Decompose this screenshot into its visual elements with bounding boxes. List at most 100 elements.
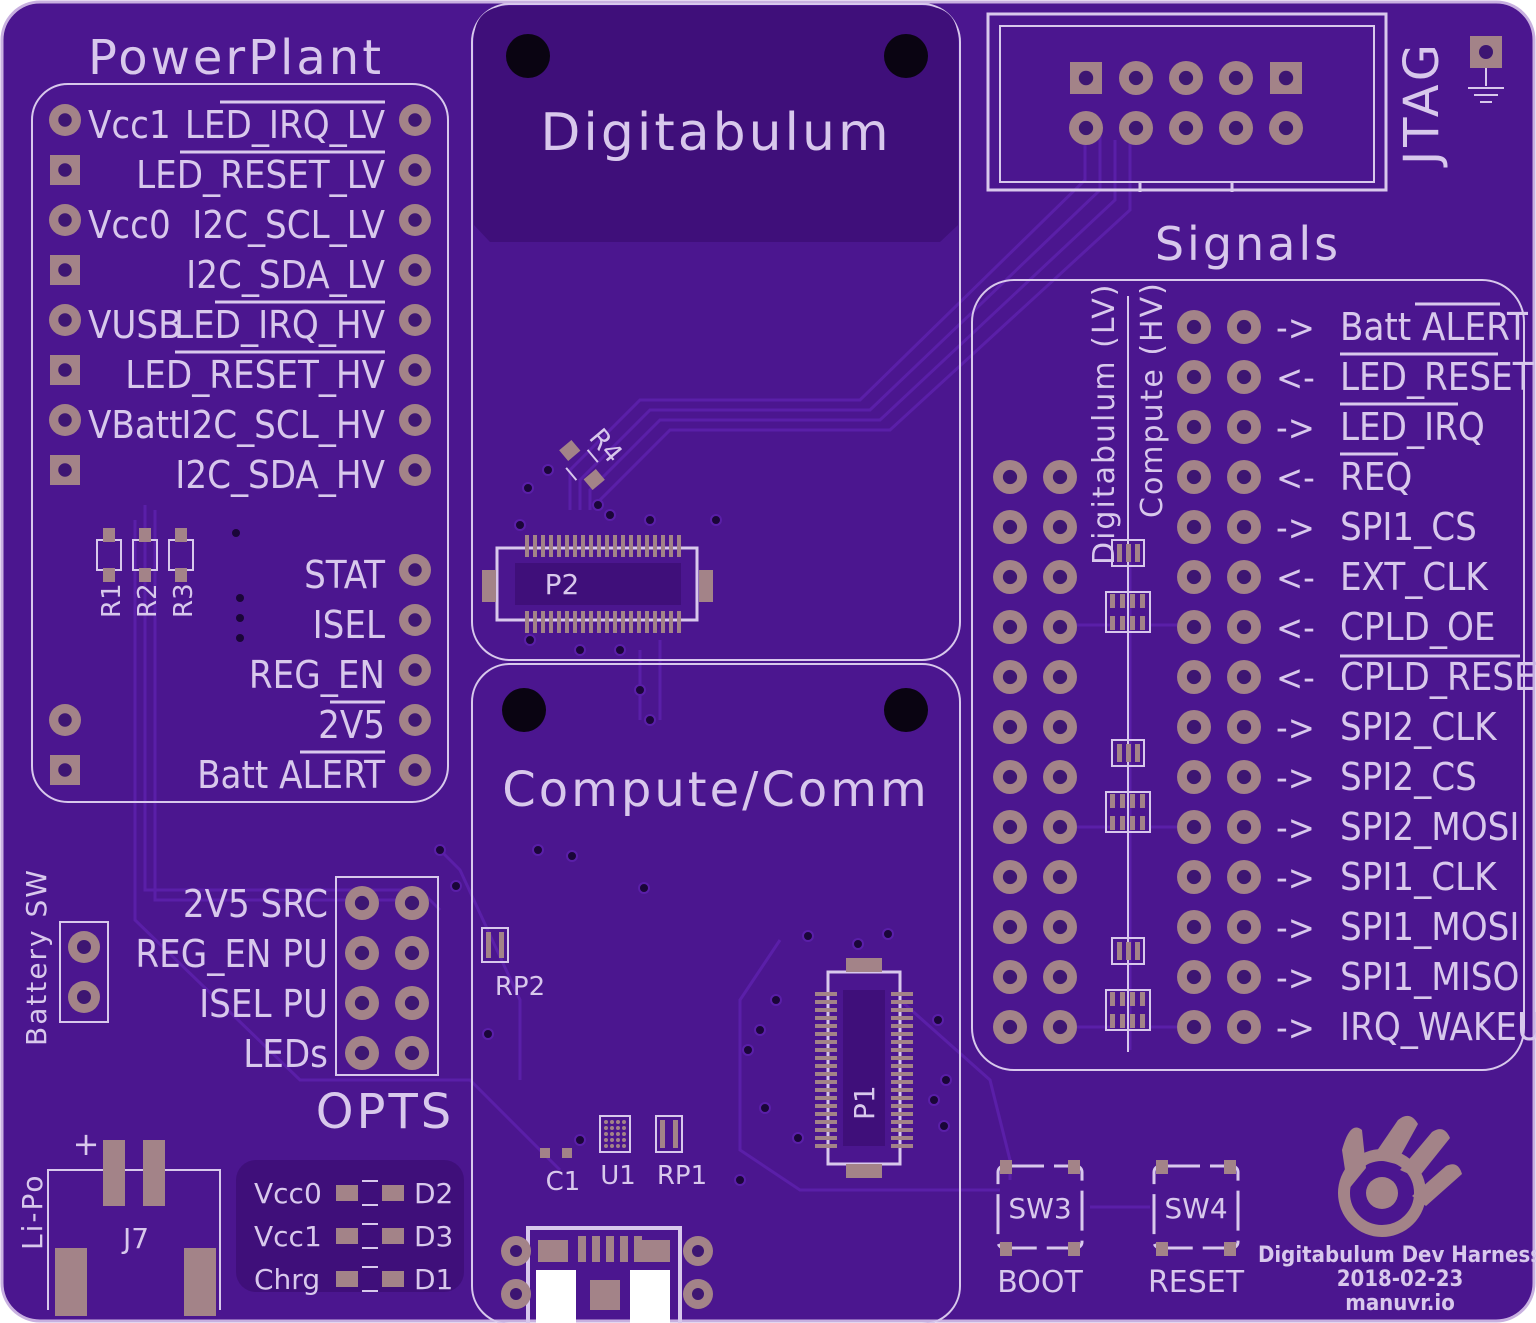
battery-switch-outline (59, 921, 109, 1023)
signals-lv-pin (993, 560, 1027, 594)
p1-pin (815, 1024, 837, 1028)
signals-lv-pin (1043, 610, 1077, 644)
u1-chip (599, 1115, 631, 1153)
jtag-pin (1069, 111, 1103, 145)
opts-title: OPTS (316, 1084, 455, 1140)
signals-hv-pin (1227, 710, 1261, 744)
pp-left-pin (49, 404, 81, 436)
p1-pin (815, 1072, 837, 1076)
signal-direction: <- (1276, 608, 1315, 649)
lipo-plus: + (73, 1125, 100, 1163)
digitabulum-silk-block (474, 6, 958, 242)
opts-header-outline (335, 876, 439, 1076)
pp-label-isel: ISEL (313, 603, 385, 647)
r4-resistor (559, 439, 605, 491)
signal-direction: -> (1276, 858, 1315, 899)
p2-pin (525, 535, 529, 557)
signals-lv-pin (993, 460, 1027, 494)
rp2-label: RP2 (495, 972, 545, 1002)
powerplant-left-header (49, 104, 81, 785)
powerplant-overbars (175, 100, 385, 754)
signal-direction: -> (1276, 758, 1315, 799)
p2-pin (549, 535, 553, 557)
battery-switch[interactable] (68, 931, 100, 1013)
led-name: Vcc1 (254, 1220, 322, 1253)
p1-pin (891, 1080, 913, 1084)
signals-lv-pin (1043, 710, 1077, 744)
signals-lv-pin (1043, 560, 1077, 594)
signals-lv-pin (1043, 910, 1077, 944)
jtag-pin (1119, 61, 1153, 95)
p2-pin (677, 535, 681, 557)
pp-right-pin (399, 404, 431, 436)
pp-label-stat: STAT (304, 553, 385, 597)
pp-right-pin (399, 354, 431, 386)
rp1-label: RP1 (657, 1161, 707, 1191)
powerplant-right-labels: LED_IRQ_LV LED_RESET_LV I2C_SCL_LV I2C_S… (125, 103, 385, 797)
pp-left-pin (50, 455, 80, 485)
signal-name: IRQ_WAKEUP (1340, 1005, 1536, 1049)
p2-pin (661, 535, 665, 557)
p2-pin (589, 535, 593, 557)
signals-lv-pin (993, 660, 1027, 694)
signal-name: REQ (1340, 455, 1412, 499)
resistor-array-r1-r3 (96, 528, 194, 582)
signal-direction: -> (1276, 808, 1315, 849)
opts-pin (395, 936, 429, 970)
opts-label-reg-en-pu: REG_EN PU (135, 932, 328, 976)
p2-pin (669, 535, 673, 557)
p2-pin (645, 535, 649, 557)
p2-pin (637, 611, 641, 633)
pp-label-i2c-scl-hv: I2C_SCL_HV (181, 403, 385, 447)
led-pad (336, 1228, 358, 1244)
p1-pin (891, 1136, 913, 1140)
signal-direction: <- (1276, 558, 1315, 599)
jtag-pin (1119, 111, 1153, 145)
signal-name: SPI1_MISO (1340, 955, 1519, 999)
p1-pin (815, 1096, 837, 1100)
p2-pin (653, 535, 657, 557)
p1-pin (815, 1064, 837, 1068)
p1-pin (891, 1088, 913, 1092)
pp-label-led-irq-lv: LED_IRQ_LV (185, 103, 386, 147)
led-ref: D2 (414, 1177, 453, 1210)
led-pad (382, 1185, 404, 1201)
p2-pin (557, 535, 561, 557)
pp-right-pin (399, 754, 431, 786)
jtag-label: JTAG (1394, 40, 1450, 168)
p2-pin (581, 535, 585, 557)
powerplant-right-header (232, 104, 431, 786)
p2-pin (645, 611, 649, 633)
p1-pin (815, 1088, 837, 1092)
signals-lv-pin (993, 610, 1027, 644)
p1-pin (891, 1000, 913, 1004)
p2-pin (573, 535, 577, 557)
opts-pin (345, 936, 379, 970)
switch-ref: SW4 (1164, 1192, 1227, 1225)
pp-right-pin (399, 154, 431, 186)
jtag-pin (1169, 61, 1203, 95)
switch-reset[interactable]: SW4 (1152, 1160, 1240, 1256)
digitabulum-title: Digitabulum (540, 103, 891, 163)
pp-right-pin (399, 554, 431, 586)
signal-direction: -> (1276, 708, 1315, 749)
ground-test-point (1468, 36, 1504, 103)
p1-pin (891, 1056, 913, 1060)
signal-direction: -> (1276, 1008, 1315, 1049)
signal-direction: -> (1276, 308, 1315, 349)
usb-connector[interactable] (501, 1226, 713, 1323)
p1-pin (815, 1056, 837, 1060)
signals-hv-pin (1177, 710, 1211, 744)
signals-lv-pin (1043, 1010, 1077, 1044)
rp2-array (481, 927, 509, 963)
j7-label: J7 (121, 1222, 149, 1255)
signals-hv-pin (1177, 860, 1211, 894)
signal-name: LED_RESET (1340, 355, 1534, 399)
switch-boot[interactable]: SW3 (996, 1160, 1084, 1256)
opts-header (345, 886, 429, 1070)
signal-name: LED_IRQ (1340, 405, 1485, 449)
pp-left-pin (50, 755, 80, 785)
